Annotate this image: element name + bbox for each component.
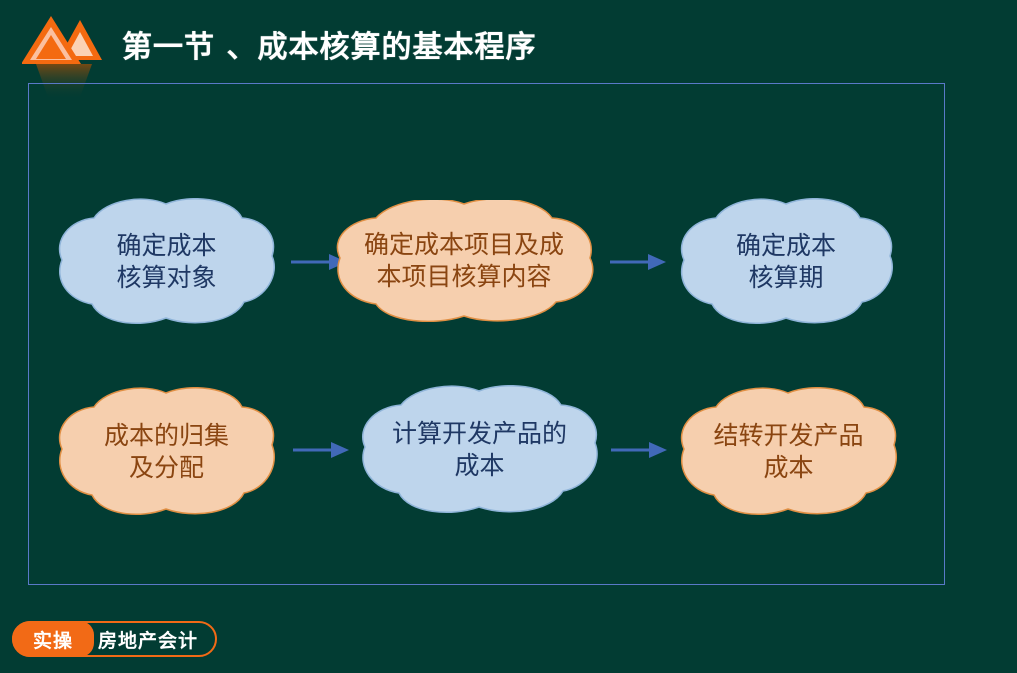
diagram-node-3-label: 确定成本 核算期 [735, 231, 836, 292]
diagram-arrow-4 [611, 438, 667, 462]
diagram-node-6-label: 结转开发产品 成本 [713, 421, 864, 482]
brand-badge-pill: 实操 [12, 621, 94, 657]
diagram-node-2[interactable]: 确定成本项目及成 本项目核算内容 [330, 200, 598, 322]
diagram-node-1-label: 确定成本 核算对象 [116, 231, 217, 292]
brand-badge-main: 房地产会计 [98, 621, 198, 657]
header-bar: 第一节 、成本核算的基本程序 [0, 0, 1017, 100]
cloud-shape-icon [362, 385, 598, 513]
arrow-right-icon [610, 254, 666, 270]
diagram-node-4-label: 成本的归集 及分配 [103, 421, 229, 482]
diagram-node-5[interactable]: 计算开发产品的 成本 [357, 385, 602, 515]
cloud-shape-icon [680, 198, 893, 324]
arrow-right-icon [611, 442, 667, 458]
diagram-node-5-label: 计算开发产品的 成本 [391, 419, 567, 480]
cloud-shape-icon [58, 387, 275, 515]
arrow-right-icon [291, 254, 347, 270]
diagram-arrow-1 [291, 250, 347, 274]
diagram-arrow-3 [293, 438, 349, 462]
brand-badge-pill-label: 实操 [32, 629, 73, 652]
arrow-right-icon [293, 442, 349, 458]
page-title: 第一节 、成本核算的基本程序 [122, 30, 537, 65]
mountain-triangles-logo [22, 12, 110, 102]
brand-badge-main-label: 房地产会计 [98, 629, 199, 652]
cloud-shape-icon [58, 198, 275, 324]
diagram-node-3[interactable]: 确定成本 核算期 [676, 198, 896, 326]
cloud-shape-icon [680, 387, 897, 515]
diagram-node-1[interactable]: 确定成本 核算对象 [54, 198, 279, 326]
cloud-shape-icon [336, 200, 594, 322]
diagram-node-6[interactable]: 结转开发产品 成本 [676, 387, 901, 517]
diagram-arrow-2 [610, 250, 666, 274]
diagram-node-2-label: 确定成本项目及成 本项目核算内容 [363, 230, 564, 291]
diagram-node-4[interactable]: 成本的归集 及分配 [54, 387, 279, 517]
brand-badge: 实操 房地产会计 [12, 621, 217, 657]
content-frame [28, 83, 945, 585]
